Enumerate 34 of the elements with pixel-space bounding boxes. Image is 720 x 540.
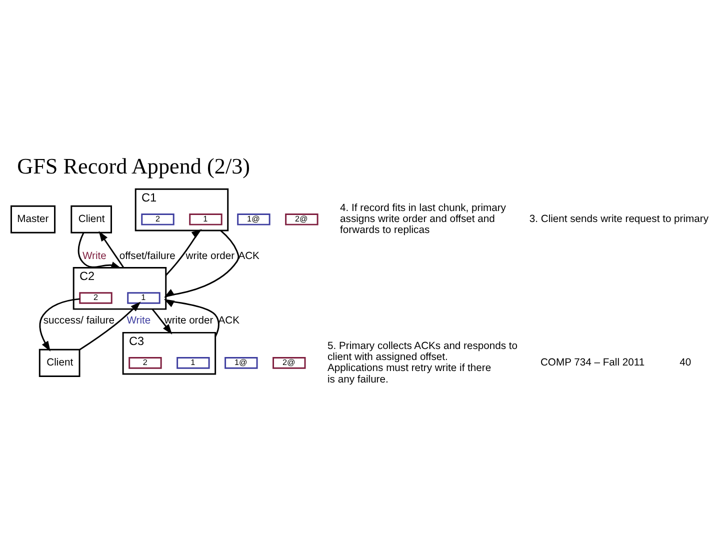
label: COMP 734 – Fall 2011 — [540, 357, 645, 368]
node-box: 2 — [128, 356, 162, 368]
node-box: 2@ — [285, 212, 318, 225]
arrow — [164, 229, 240, 298]
edge-label: offset/failure — [119, 250, 176, 262]
arrow — [39, 298, 80, 351]
node-box: 2@ — [272, 356, 306, 368]
arrow — [78, 232, 122, 268]
edge-label: write order — [186, 250, 235, 262]
edge-label: Write — [82, 250, 106, 262]
node-box: 1 — [176, 356, 210, 368]
node-box: 2 — [79, 292, 112, 304]
arrow — [164, 298, 220, 336]
diagram-title: GFS Record Append (2/3) — [17, 153, 250, 178]
edge-label: write order — [164, 314, 214, 326]
label: 4. If record fits in last chunk, primary assigns write order and offset and forwards to replicas — [340, 202, 506, 236]
edge-label: ACK — [218, 314, 240, 326]
node-box: 2 — [141, 212, 174, 225]
edge-label: Write — [126, 314, 151, 326]
label: 3. Client sends write request to primary — [529, 214, 708, 225]
label: 5. Primary collects ACKs and responds to client with assigned offset. Applications must retry write if there is any failure. — [328, 340, 518, 385]
node-box: Master — [10, 204, 56, 233]
arrow — [98, 230, 124, 268]
arrow — [152, 308, 172, 334]
node-box: Client — [38, 348, 80, 376]
edge-label: success/ failure — [43, 314, 115, 326]
node-box: 1@ — [237, 212, 270, 225]
arrow — [165, 228, 202, 276]
arrow — [79, 301, 141, 350]
node-box: 1@ — [224, 356, 258, 368]
node-box: Client — [70, 204, 112, 233]
node-box: 1 — [127, 292, 160, 304]
node-box: 1 — [189, 212, 222, 225]
label: 40 — [680, 357, 692, 368]
